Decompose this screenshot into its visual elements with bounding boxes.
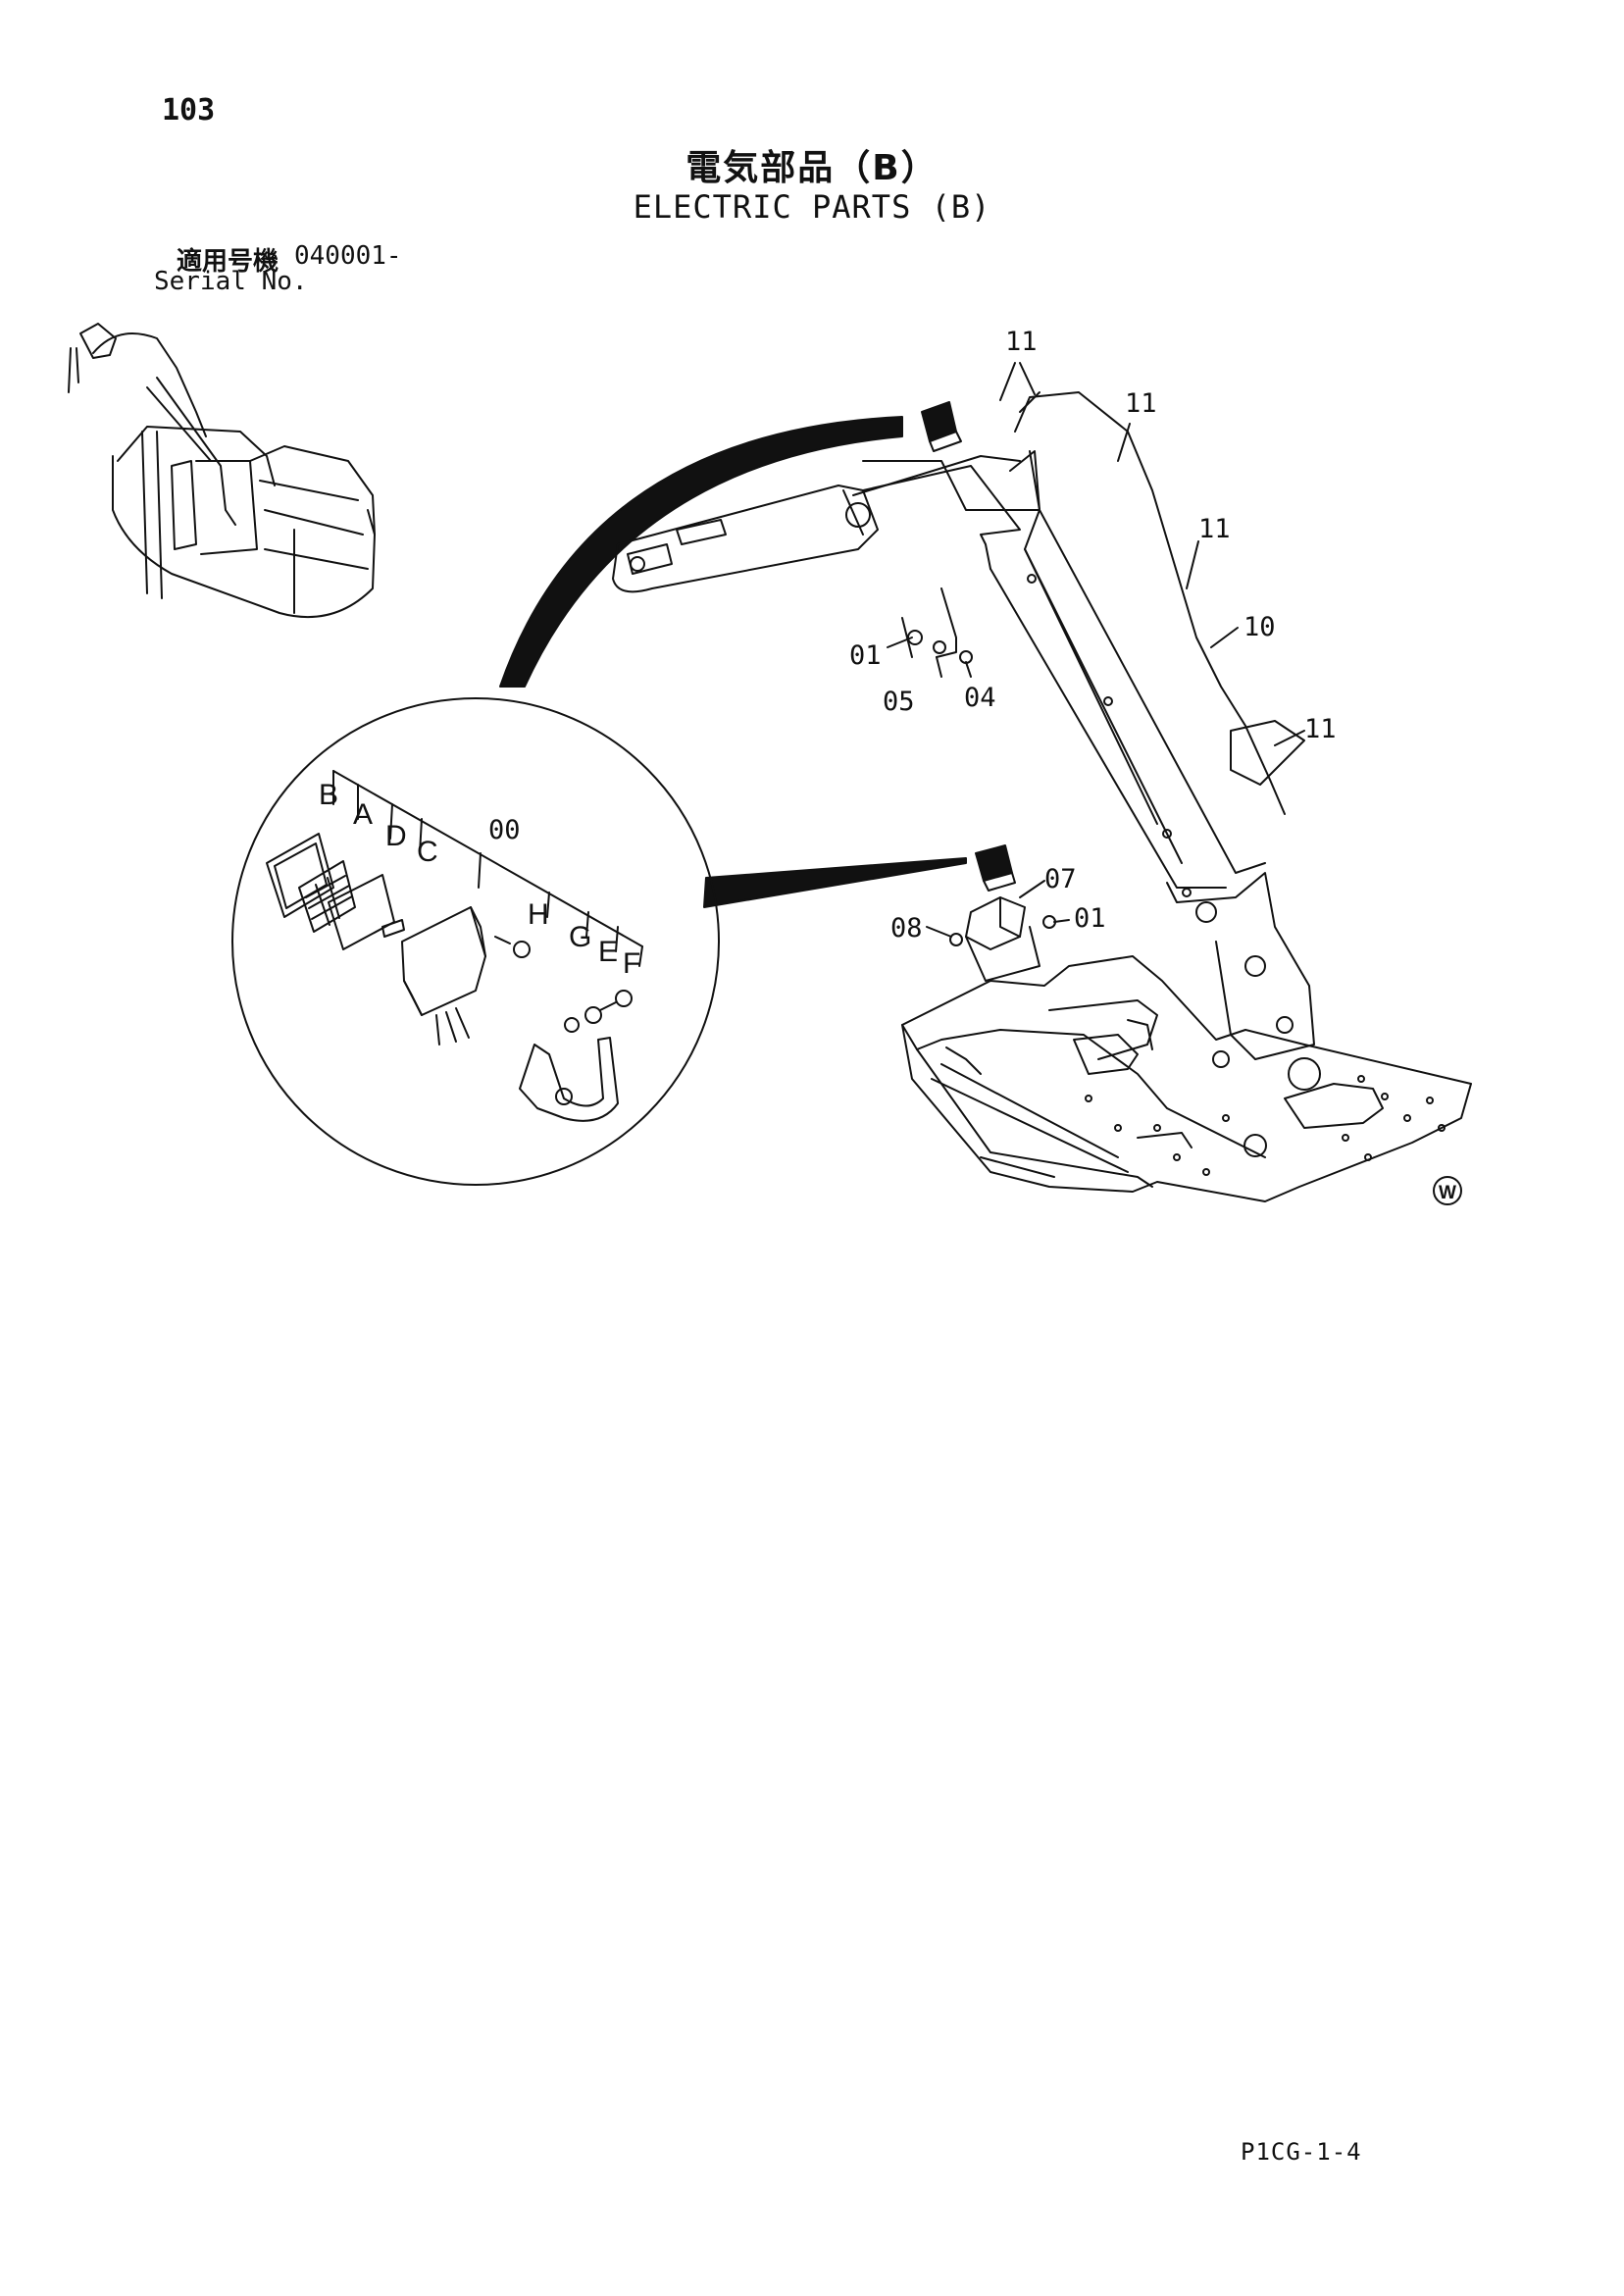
callout-08: 08: [890, 913, 923, 944]
callout-g: G: [569, 921, 591, 953]
callout-11-middle: 11: [1198, 514, 1231, 544]
callout-05: 05: [883, 687, 915, 717]
callout-01-upper: 01: [849, 640, 882, 671]
page-title-jp: 電気部品（B）: [685, 148, 939, 188]
callout-a: A: [353, 798, 373, 831]
callout-11-top: 11: [1005, 327, 1038, 357]
serial-value: 040001-: [294, 241, 402, 271]
boom-and-frame-illustration: [612, 391, 1472, 1202]
work-lamp-exploded-view: [266, 770, 643, 1122]
callout-d: D: [385, 820, 407, 852]
callout-04: 04: [964, 683, 996, 713]
callout-c: C: [417, 836, 438, 868]
footer-code: P1CG-1-4: [1241, 2138, 1362, 2166]
w-stamp: W: [1433, 1176, 1462, 1205]
detail-circle: [231, 697, 720, 1186]
page-number: 103: [162, 93, 216, 128]
leader-wedge-lower: [703, 857, 967, 908]
callout-h: H: [528, 898, 549, 931]
serial-label-en: Serial No.: [154, 267, 308, 296]
w-stamp-letter: W: [1439, 1183, 1456, 1203]
leader-arc-upper: [499, 416, 903, 688]
callout-07: 07: [1044, 864, 1077, 894]
callout-01-lower: 01: [1074, 903, 1106, 934]
callout-e: E: [598, 936, 618, 968]
excavator-overview-illustration: [68, 323, 376, 619]
callout-f: F: [623, 947, 640, 980]
callout-11-upper: 11: [1125, 388, 1157, 419]
callout-00: 00: [488, 815, 521, 845]
callout-leaders: [887, 362, 1305, 938]
callout-labels: 11 11 11 10 11 01 05 04 07 08 01 00 B A …: [319, 327, 1337, 980]
page-title-en: ELECTRIC PARTS (B): [633, 188, 991, 226]
serial-label-jp: 適用号機: [177, 247, 279, 277]
callout-10: 10: [1243, 612, 1276, 642]
callout-11-lower: 11: [1304, 714, 1337, 744]
callout-b: B: [319, 779, 338, 811]
